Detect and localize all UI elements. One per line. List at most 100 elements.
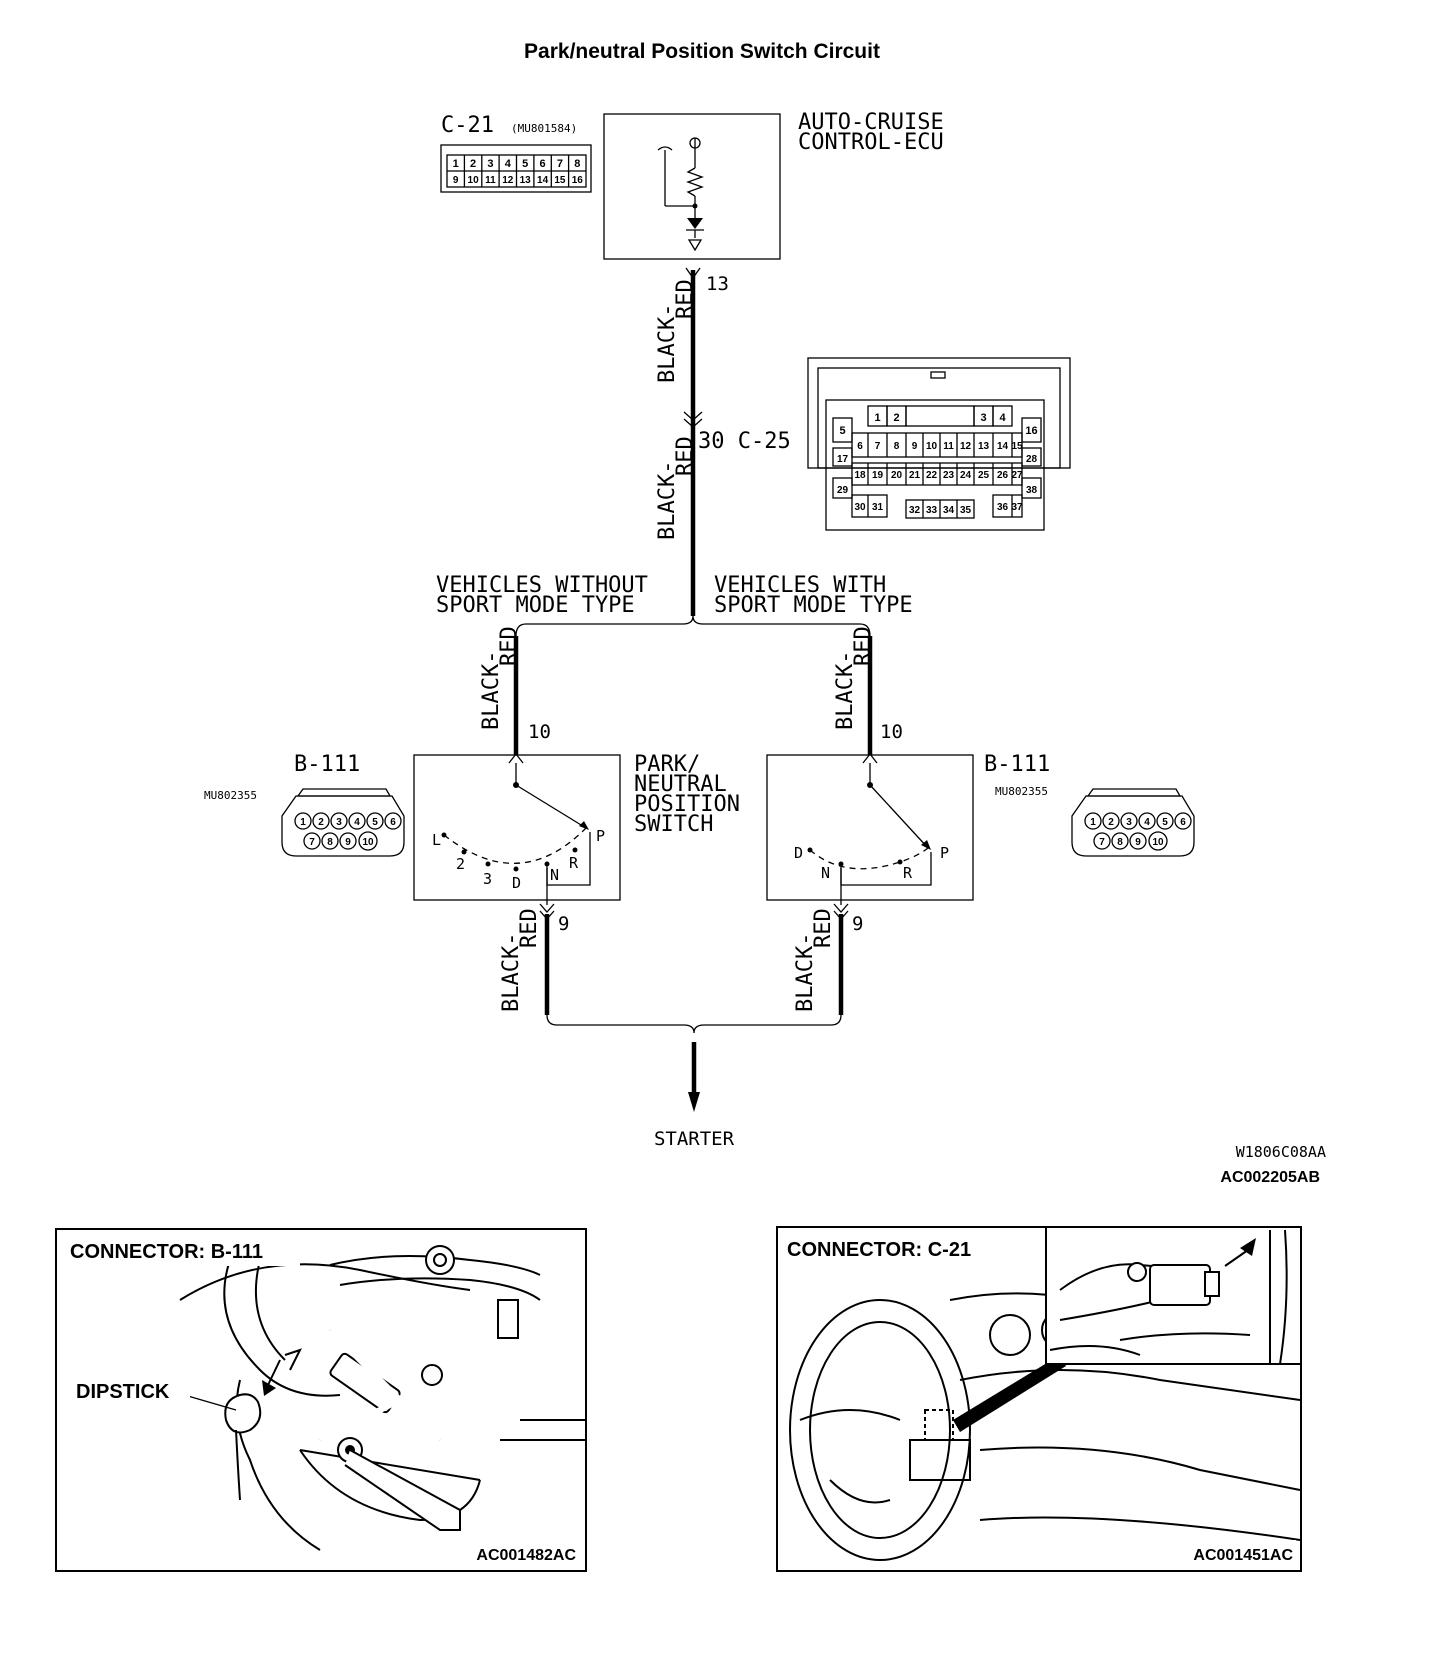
svg-text:BLACK-: BLACK- [655, 461, 680, 540]
switch-left-pin: 4 [354, 817, 360, 828]
switch-name-line4: SWITCH [634, 812, 713, 837]
switch-right-pos: R [903, 864, 913, 882]
switch-left-pos: 2 [456, 855, 465, 873]
ecu-pin: 1 [453, 158, 459, 170]
svg-text:RED: RED [811, 908, 836, 948]
switch-right-pin: 5 [1162, 817, 1168, 828]
junction-pin: 5 [839, 425, 845, 437]
switch-right-pin: 2 [1108, 817, 1114, 828]
switch-left-pos: D [512, 874, 521, 892]
switch-right-pos: P [940, 844, 949, 862]
junction-pin: 35 [960, 505, 972, 516]
switch-right-pin: 1 [1090, 817, 1096, 828]
junction-pin: 16 [1025, 425, 1037, 437]
switch-left-pin: 5 [372, 817, 378, 828]
svg-text:RED: RED [673, 279, 698, 319]
switch-left-pin: 8 [327, 837, 333, 848]
ecu-pin: 4 [505, 158, 512, 170]
svg-text:BLACK-: BLACK- [793, 933, 818, 1012]
wire-color-label-4: BLACK- RED [833, 626, 876, 730]
panel-left-code: AC001482AC [476, 1547, 576, 1564]
starter-label: STARTER [654, 1128, 735, 1150]
junction-pin: 27 [1011, 470, 1023, 481]
ecu-connector-part: (MU801584) [511, 122, 577, 135]
junction-arrow [683, 411, 703, 421]
junction-pin: 34 [943, 505, 955, 516]
switch-right-pos: N [821, 864, 830, 882]
ecu-pin: 7 [557, 158, 563, 170]
junction-pin: 36 [997, 502, 1009, 513]
steering-wheel-illustration [789, 1292, 1301, 1561]
junction-pin: 15 [1011, 441, 1023, 452]
junction-pin: 3 [980, 412, 986, 424]
junction-pin: 26 [997, 470, 1009, 481]
switch-left-bottom-terminal: 9 [558, 913, 569, 935]
svg-text:RED: RED [673, 436, 698, 476]
page-title: Park/neutral Position Switch Circuit [524, 40, 880, 63]
switch-left-connector-part: MU802355 [204, 789, 257, 802]
diagram-code-2: AC002205AB [1220, 1169, 1320, 1186]
ecu-terminal: 13 [706, 273, 729, 295]
ecu-pin: 2 [470, 158, 476, 170]
switch-left-pos: N [550, 866, 559, 884]
ecu-pin: 15 [554, 175, 566, 186]
branch-right-line1: VEHICLES WITH [714, 573, 886, 598]
switch-left-pos: P [596, 827, 605, 845]
junction-pin: 6 [857, 441, 863, 452]
switch-left-pin: 2 [318, 817, 324, 828]
junction-pin: 33 [926, 505, 938, 516]
switch-left-pos: L [432, 831, 441, 849]
switch-right-pin: 10 [1152, 837, 1164, 848]
switch-right-pin: 8 [1117, 837, 1123, 848]
merge-brace [546, 1014, 842, 1034]
switch-right-pin: 7 [1099, 837, 1105, 848]
junction-pin: 4 [999, 412, 1006, 424]
panel-left-title: CONNECTOR: B-111 [70, 1241, 263, 1263]
ecu-pin: 6 [540, 158, 546, 170]
junction-pin: 8 [894, 441, 900, 452]
svg-text:BLACK-: BLACK- [479, 651, 504, 730]
switch-right-bottom-terminal: 9 [852, 913, 863, 935]
switch-right-pos: D [794, 844, 803, 862]
svg-text:RED: RED [517, 908, 542, 948]
junction-pin: 38 [1026, 485, 1038, 496]
junction-pin: 2 [893, 412, 899, 424]
switch-left-pin: 3 [336, 817, 342, 828]
switch-left-pin: 7 [309, 837, 315, 848]
junction-pin: 13 [978, 441, 990, 452]
junction-pin: 21 [909, 470, 921, 481]
switch-right-pin: 3 [1126, 817, 1132, 828]
wire-color-label-5: BLACK- RED [499, 908, 542, 1012]
switch-right-connector-part: MU802355 [995, 785, 1048, 798]
junction-pin: 19 [872, 470, 884, 481]
svg-text:BLACK-: BLACK- [655, 304, 680, 383]
connector-b111-panel: CONNECTOR: B-111 DIPSTICK AC001482AC [55, 1228, 587, 1572]
switch-left-pin: 1 [300, 817, 306, 828]
junction-pin: 20 [891, 470, 903, 481]
svg-text:BLACK-: BLACK- [833, 651, 858, 730]
wire-color-label-3: BLACK- RED [479, 626, 522, 730]
junction-pin: 24 [960, 470, 972, 481]
ecu-pin: 13 [520, 175, 532, 186]
switch-left-connector-id: B-111 [294, 752, 360, 777]
ecu-pin: 9 [453, 175, 459, 186]
connector-c21-inset [1045, 1226, 1302, 1365]
junction-connector-face: 1 2 3 4 5 16 6 7 8 9 10 11 12 13 14 15 1… [807, 357, 1071, 531]
switch-name-line2: NEUTRAL [634, 772, 727, 797]
branch-right-line2: SPORT MODE TYPE [714, 593, 913, 618]
junction-pin: 1 [874, 412, 880, 424]
junction-pin: 12 [960, 441, 972, 452]
ecu-name-line2: CONTROL-ECU [798, 130, 944, 155]
junction-pin: 9 [912, 441, 918, 452]
switch-left-box [413, 754, 621, 905]
junction-pin: 30 [854, 502, 866, 513]
junction-pin: 32 [909, 505, 921, 516]
diagram-code-1: W1806C08AA [1236, 1143, 1326, 1161]
switch-name-line1: PARK/ [634, 752, 700, 777]
junction-pin: 23 [943, 470, 955, 481]
switch-right-pin: 6 [1180, 817, 1186, 828]
connector-c21-panel: CONNECTOR: C-21 AC001451AC [776, 1226, 1302, 1572]
switch-right-box [766, 754, 974, 905]
starter-arrow [688, 1092, 700, 1112]
